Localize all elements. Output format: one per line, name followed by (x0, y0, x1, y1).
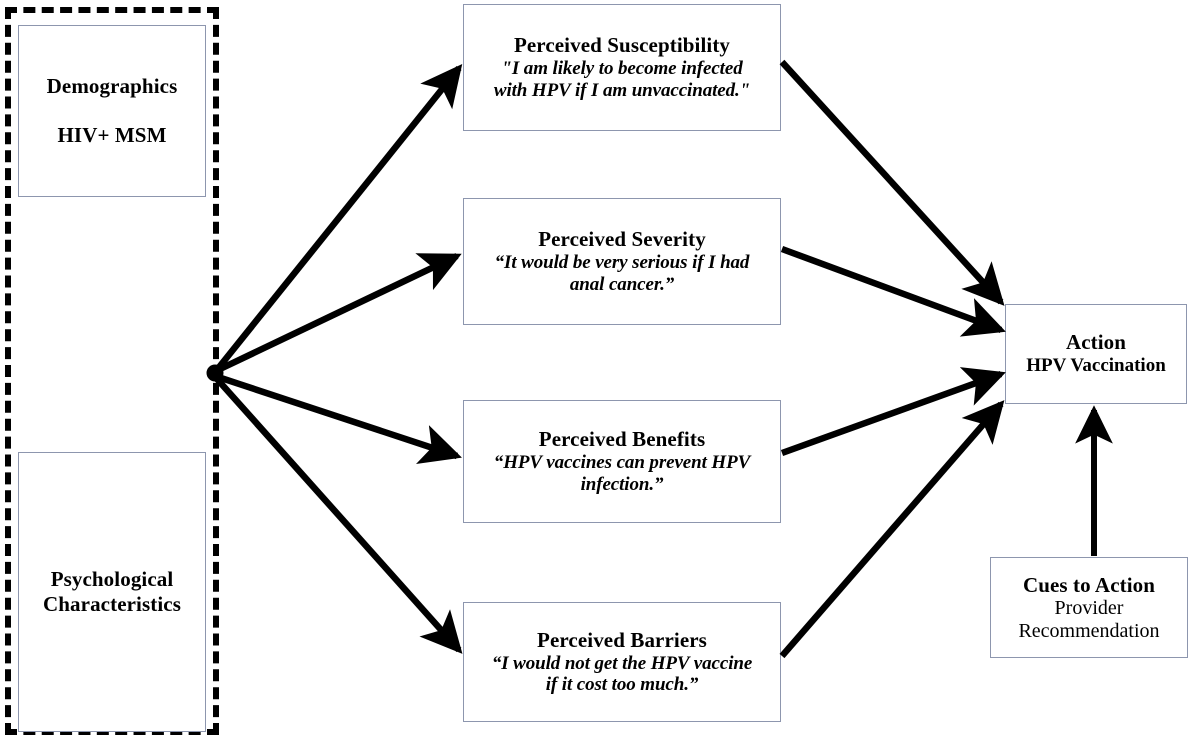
action-subtitle: HPV Vaccination (1026, 354, 1166, 376)
perceived-benefits-quote-line2: infection.” (580, 473, 664, 495)
edge-hub-to-perceived-benefits (216, 373, 462, 465)
demographics-line2: HIV+ MSM (57, 123, 167, 147)
node-demographics[interactable]: Demographics HIV+ MSM (18, 25, 206, 197)
cues-to-action-title: Cues to Action (1022, 572, 1156, 597)
node-perceived-susceptibility[interactable]: Perceived Susceptibility "I am likely to… (463, 4, 781, 131)
perceived-benefits-quote-line1: “HPV vaccines can prevent HPV (493, 452, 751, 474)
edge-hub-to-perceived-barriers (214, 376, 463, 654)
perceived-severity-quote-line2: anal cancer.” (569, 273, 675, 295)
psychological-line1: Psychological (50, 567, 174, 592)
cues-to-action-line2: Recommendation (1018, 619, 1160, 642)
node-psychological-characteristics[interactable]: Psychological Characteristics (18, 452, 206, 732)
edge-hub-to-perceived-severity (216, 253, 462, 373)
perceived-susceptibility-title: Perceived Susceptibility (513, 33, 731, 58)
action-title: Action (1065, 330, 1127, 355)
perceived-barriers-quote-line1: “I would not get the HPV vaccine (491, 652, 753, 674)
cues-to-action-line1: Provider (1054, 597, 1124, 620)
perceived-severity-title: Perceived Severity (538, 227, 706, 252)
edge-hub-to-perceived-susceptibility (213, 63, 463, 374)
node-action[interactable]: Action HPV Vaccination (1005, 304, 1187, 404)
perceived-severity-quote-line1: “It would be very serious if I had (494, 252, 750, 274)
edge-perceived-barriers-to-action (779, 400, 1005, 659)
node-perceived-barriers[interactable]: Perceived Barriers “I would not get the … (463, 602, 781, 722)
edge-perceived-benefits-to-action (780, 367, 1006, 457)
perceived-benefits-title: Perceived Benefits (538, 427, 706, 452)
node-perceived-benefits[interactable]: Perceived Benefits “HPV vaccines can pre… (463, 400, 781, 523)
perceived-susceptibility-quote-line1: "I am likely to become infected (501, 58, 743, 80)
perceived-susceptibility-quote-line2: with HPV if I am unvaccinated." (493, 79, 751, 101)
edge-perceived-susceptibility-to-action (779, 59, 1005, 306)
psychological-line2: Characteristics (43, 592, 181, 616)
edge-perceived-severity-to-action (780, 245, 1006, 337)
perceived-barriers-title: Perceived Barriers (537, 627, 707, 652)
node-cues-to-action[interactable]: Cues to Action Provider Recommendation (990, 557, 1188, 658)
node-perceived-severity[interactable]: Perceived Severity “It would be very ser… (463, 198, 781, 325)
demographics-line1: Demographics (46, 74, 178, 99)
perceived-barriers-quote-line2: if it cost too much.” (545, 674, 699, 696)
